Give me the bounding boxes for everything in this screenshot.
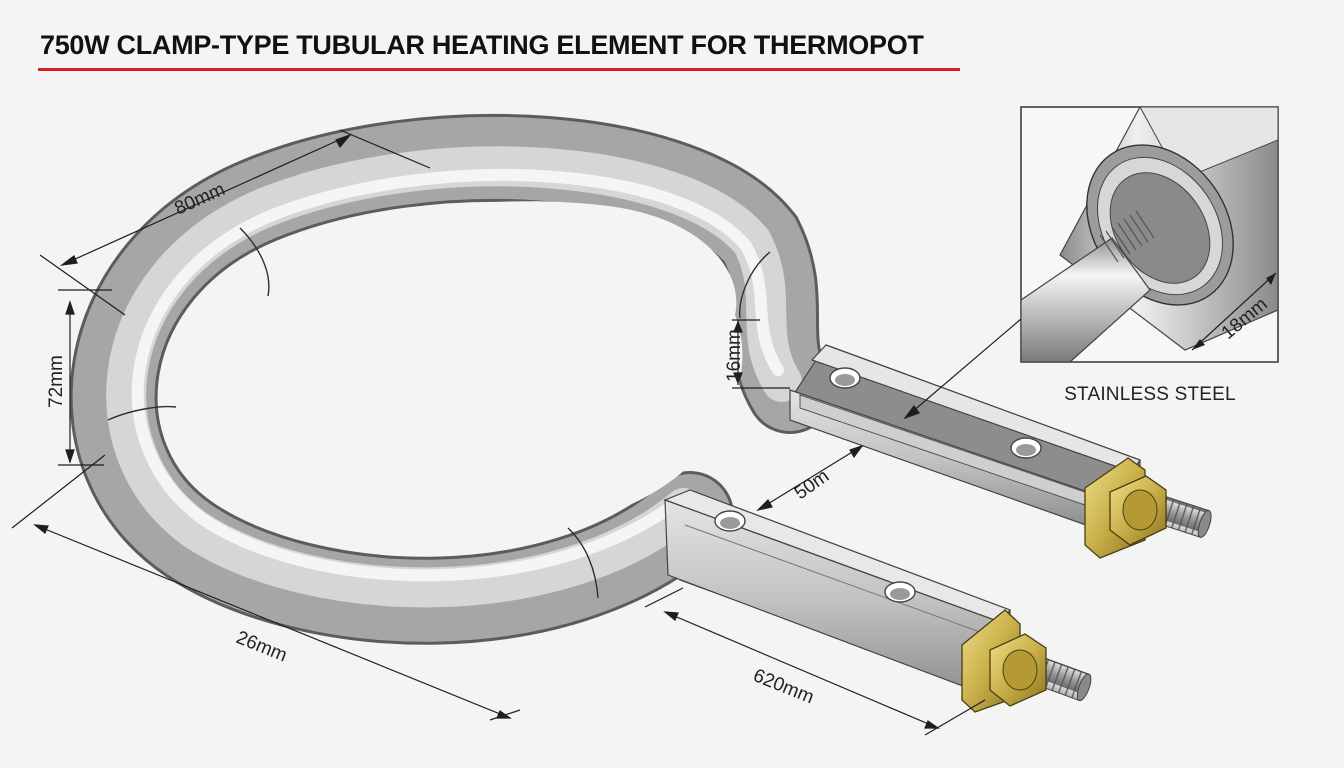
upper-terminal <box>1084 457 1212 559</box>
diagram-title: 750W CLAMP-TYPE TUBULAR HEATING ELEMENT … <box>40 30 924 60</box>
upper-leg <box>789 344 1141 531</box>
dim-label-72mm: 72mm <box>46 355 67 408</box>
dimension-lines <box>11 129 1036 736</box>
title-underline <box>38 68 960 71</box>
lower-leg <box>663 489 1012 701</box>
dim-label-26mm: 26mm <box>233 627 290 666</box>
dim-label-16mm: 16mm <box>724 329 745 382</box>
lower-terminal <box>961 609 1092 713</box>
dim-label-50m: 50m <box>791 466 833 504</box>
cross-section-inset: 18mm <box>1020 106 1279 363</box>
tube-loop <box>69 113 834 645</box>
material-label: STAINLESS STEEL <box>1064 384 1236 405</box>
